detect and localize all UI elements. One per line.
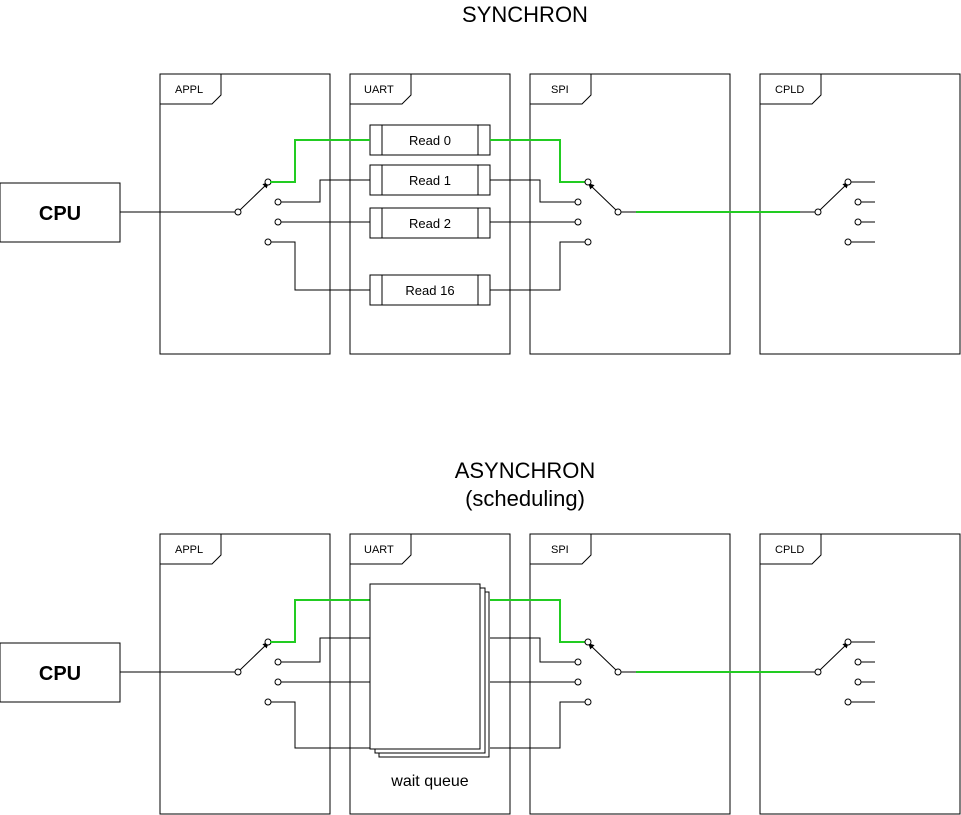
async-frame-spi-label: SPI	[551, 544, 569, 556]
async-cpu-block: CPU	[0, 642, 121, 703]
sync-wire-read16-in	[271, 241, 370, 291]
sync-spi-switch	[574, 178, 622, 246]
async-frame-cpld-label: CPLD	[775, 544, 804, 556]
sync-active-path-right	[490, 139, 585, 183]
async-active-path-right	[490, 599, 585, 643]
async-section: ASYNCHRON (scheduling) APPL UART SPI CPL…	[0, 458, 961, 815]
sync-read-block-1-label: Read 1	[409, 173, 451, 188]
sync-frame-cpld-label: CPLD	[775, 84, 804, 96]
async-frame-spi: SPI	[529, 533, 731, 815]
async-frame-cpld: CPLD	[759, 533, 961, 815]
async-spi-switch	[574, 638, 622, 706]
async-title-line1: ASYNCHRON	[455, 458, 596, 483]
async-wait-queue: wait queue	[369, 583, 490, 790]
sync-title: SYNCHRON	[462, 2, 588, 27]
async-wire-in-3	[271, 701, 370, 749]
sync-section: SYNCHRON APPL UART SPI CPLD CPU	[0, 2, 961, 355]
async-appl-switch	[234, 638, 282, 706]
sync-wire-read1-in	[281, 179, 370, 203]
async-cpld-switch	[814, 638, 875, 706]
sync-appl-switch	[234, 178, 282, 246]
sync-read-block-0: Read 0	[369, 124, 491, 156]
async-wire-out-1	[490, 637, 575, 663]
sync-read-block-16-label: Read 16	[405, 283, 454, 298]
sync-read-block-16: Read 16	[369, 274, 491, 306]
sync-read-block-0-label: Read 0	[409, 133, 451, 148]
sync-frame-spi-label: SPI	[551, 84, 569, 96]
sync-frame-uart-label: UART	[364, 84, 394, 96]
async-wire-in-1	[281, 637, 370, 663]
async-wait-queue-label: wait queue	[390, 773, 468, 790]
async-cpu-label: CPU	[39, 663, 81, 685]
sync-wire-read16-out	[490, 241, 585, 291]
sync-cpld-switch	[814, 178, 875, 246]
sync-frame-appl: APPL	[159, 73, 331, 355]
sync-cpu-block: CPU	[0, 182, 121, 243]
async-active-path-left	[270, 599, 370, 643]
async-title-line2: (scheduling)	[465, 486, 585, 511]
sync-active-path-left	[270, 139, 370, 183]
async-frame-appl: APPL	[159, 533, 331, 815]
sync-cpu-label: CPU	[39, 203, 81, 225]
sync-read-block-1: Read 1	[369, 164, 491, 196]
sync-wire-read1-out	[490, 179, 575, 203]
sync-read-block-2: Read 2	[369, 207, 491, 239]
sync-frame-appl-label: APPL	[175, 84, 203, 96]
sync-frame-spi: SPI	[529, 73, 731, 355]
sync-frame-cpld: CPLD	[759, 73, 961, 355]
sync-read-block-2-label: Read 2	[409, 216, 451, 231]
async-wire-out-3	[490, 701, 585, 749]
async-frame-appl-label: APPL	[175, 544, 203, 556]
async-frame-uart-label: UART	[364, 544, 394, 556]
